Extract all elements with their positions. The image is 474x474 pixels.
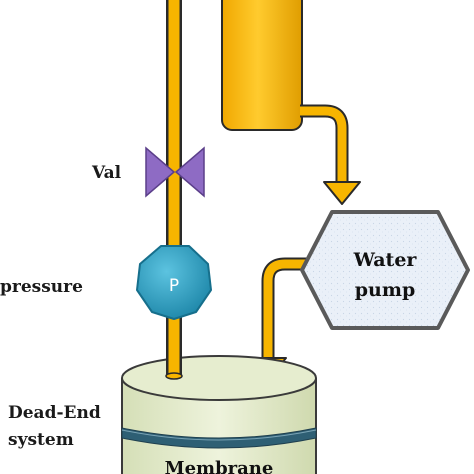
dead-end-label-line2: system (8, 430, 74, 450)
water-pump: Water pump (300, 210, 470, 330)
dead-end-cell: Membrane (121, 352, 317, 474)
bowtie-valve-icon (145, 146, 176, 198)
pressure-gauge-label: P (169, 276, 179, 296)
membrane-label: Membrane (165, 458, 274, 474)
pressure-gauge: P (136, 245, 212, 320)
tank-to-pump-pipe (300, 104, 361, 205)
pressure-label: pressure (0, 277, 83, 297)
bowtie-valve-icon (174, 146, 205, 198)
membrane-band (121, 427, 317, 449)
hexagon-pump-icon (300, 210, 470, 330)
valve-label: Val (91, 163, 122, 183)
valve (145, 146, 205, 198)
feed-tank (221, 0, 303, 131)
octagon-gauge-icon (136, 245, 212, 320)
arrowhead-icon (323, 181, 361, 205)
dead-end-label-line1: Dead-End (8, 403, 101, 423)
pump-label-line1: Water (353, 249, 418, 271)
pump-label-line2: pump (355, 279, 416, 301)
